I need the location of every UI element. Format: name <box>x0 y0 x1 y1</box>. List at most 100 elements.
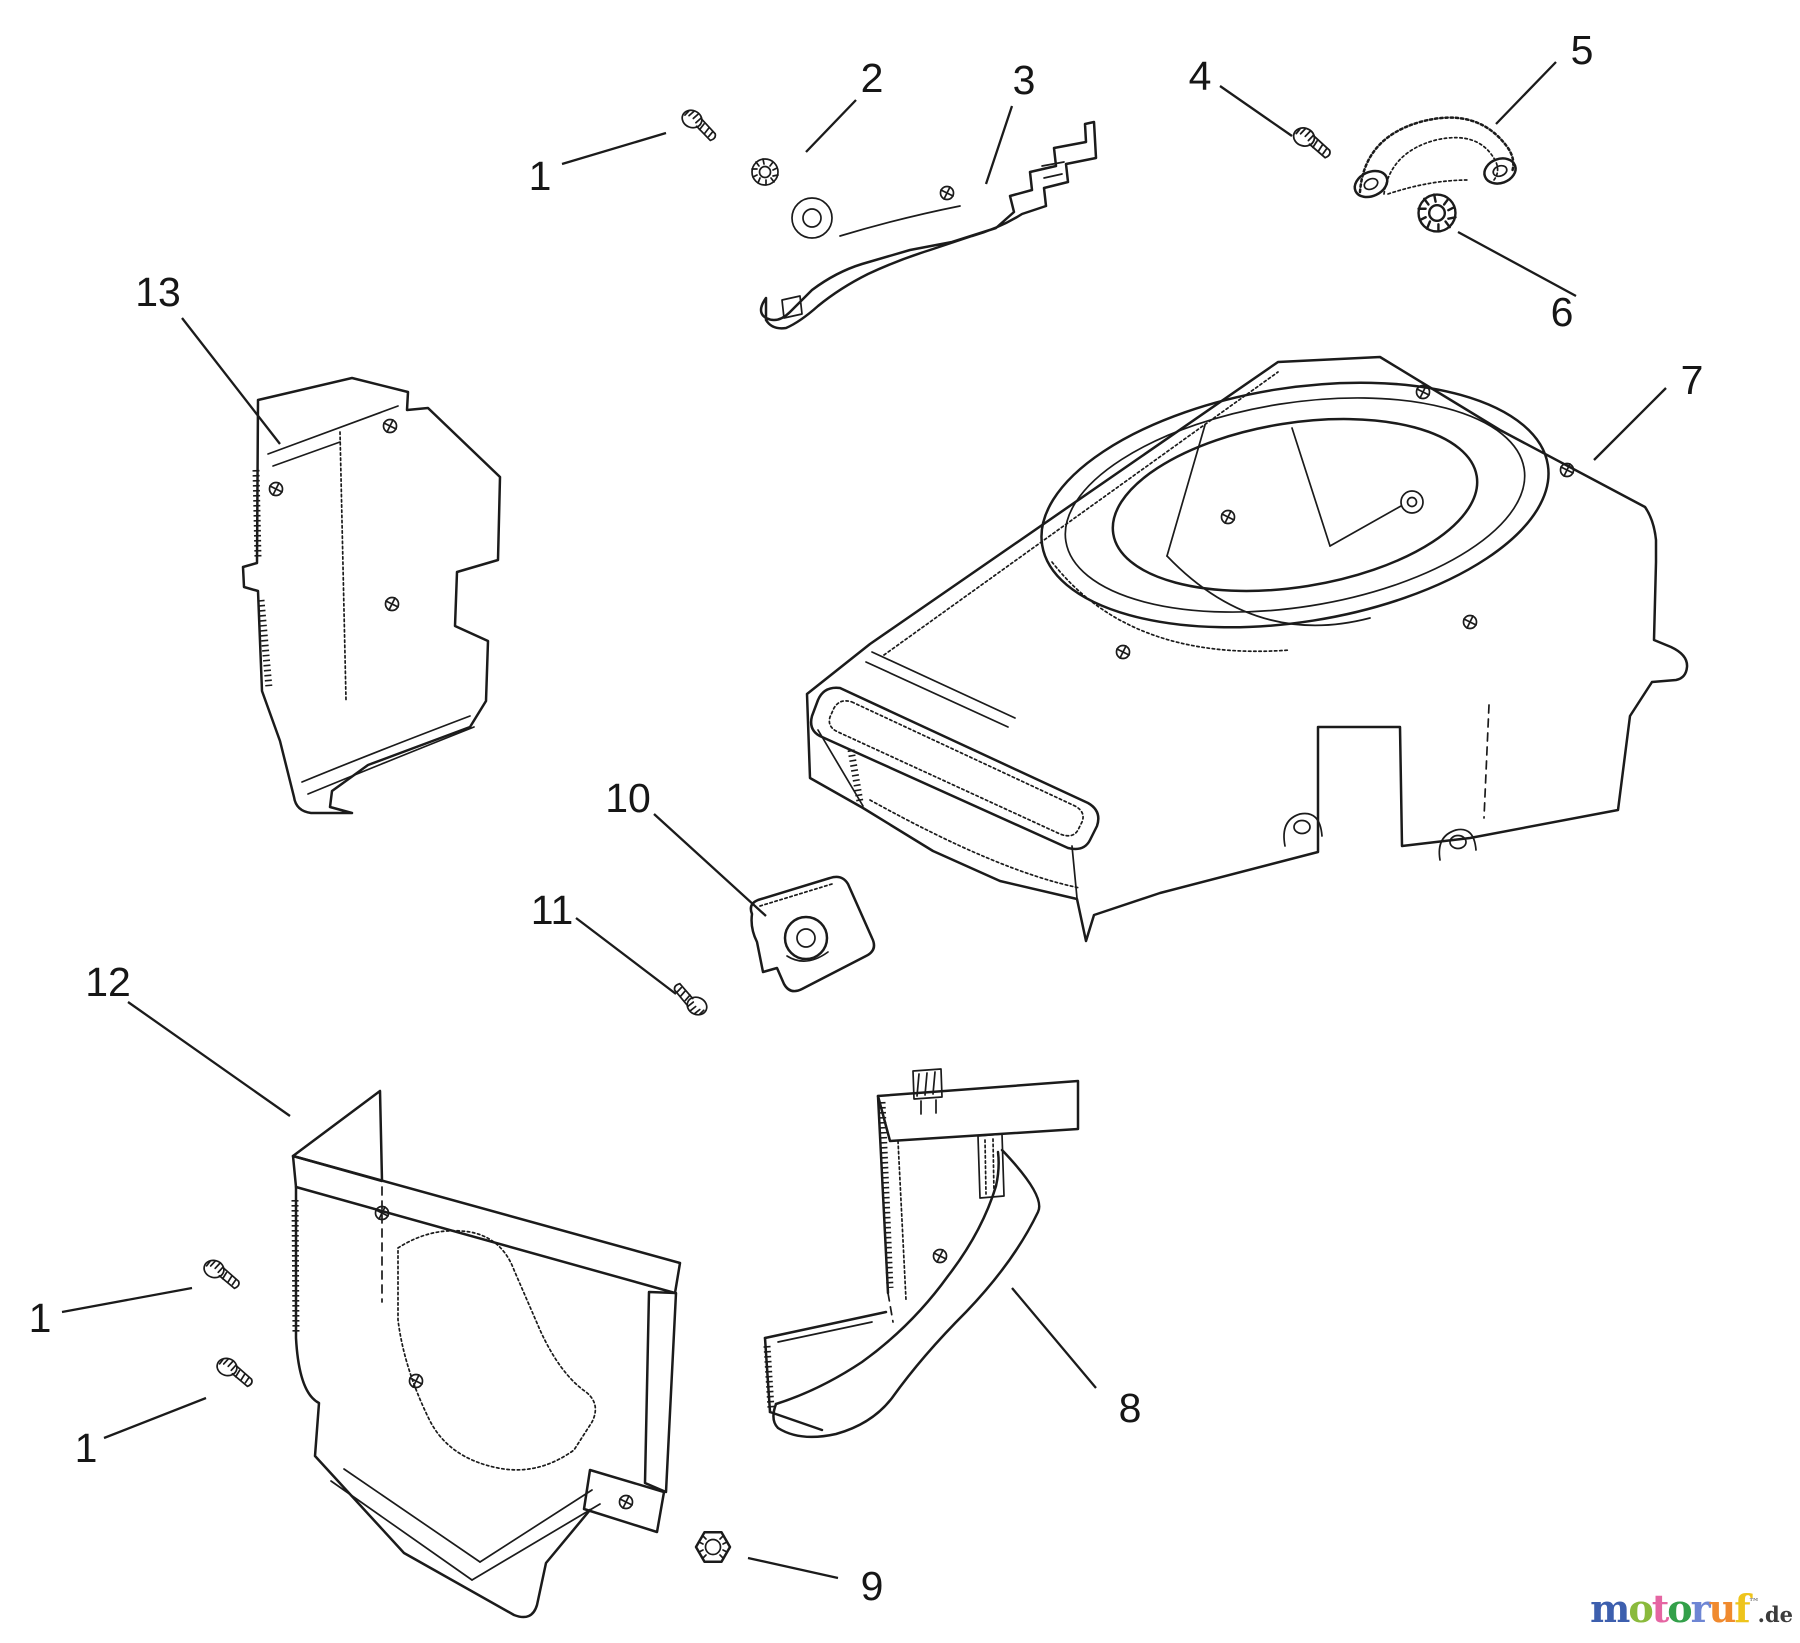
baffle8-foot-bottom <box>768 1410 824 1432</box>
part-nut-6 <box>1417 193 1457 233</box>
callout-2-label: 2 <box>861 55 884 101</box>
hex-nut-knurl <box>698 1535 728 1559</box>
callout-7-leader <box>1593 387 1667 461</box>
part-nut-2 <box>751 158 779 186</box>
foot-tab-left <box>1283 812 1323 847</box>
baffle8-foot-hatch <box>763 1345 775 1409</box>
callout-1-top-label: 1 <box>529 153 552 199</box>
screw-hole-marker <box>408 1373 424 1389</box>
hex-bolt <box>199 1257 245 1291</box>
baffle8-channel-hatch <box>878 1101 894 1289</box>
baffle8-top-bar <box>876 1079 1080 1143</box>
housing-outline <box>805 355 1689 943</box>
callout-10-leader <box>653 813 767 917</box>
foot-hole-left <box>1293 819 1311 835</box>
screw-hole-marker <box>932 1248 948 1264</box>
part-clamp-strap <box>1353 116 1517 199</box>
baffle13-flange-line2 <box>307 726 475 795</box>
baffle8-foot-top <box>763 1310 888 1340</box>
callout-13-label: 13 <box>135 269 181 315</box>
bracket10-outline <box>749 875 876 993</box>
watermark: motoruf™.de <box>1590 1586 1793 1631</box>
screw-hole-marker <box>384 596 400 612</box>
clamp-right-eye-hole <box>1492 164 1508 178</box>
watermark-letter: o <box>1628 1586 1652 1631</box>
baffle12-body <box>294 1185 592 1619</box>
callout-1-mid-leader <box>61 1286 193 1314</box>
callout-7-label: 7 <box>1681 357 1704 403</box>
callout-1-mid-label: 1 <box>29 1295 52 1341</box>
fan-hub-center <box>1406 496 1418 508</box>
callout-1-lower-leader <box>103 1396 207 1440</box>
recess-top-strip-2 <box>865 661 1009 728</box>
callouts: 1 2 3 4 5 6 7 8 9 10 11 12 13 1 1 <box>29 27 1704 1609</box>
baffle13-crease-top2 <box>272 441 341 467</box>
callout-2-leader <box>805 99 857 153</box>
hex-bolt <box>212 1355 258 1389</box>
collar-lip-arc <box>1051 561 1291 653</box>
flange-nut <box>751 158 779 186</box>
baffle8-tab-lines <box>984 1138 995 1195</box>
callout-9-label: 9 <box>861 1563 884 1609</box>
bracket10-boss <box>783 915 829 961</box>
baffle8-top-bolt <box>912 1068 943 1115</box>
callout-4-leader <box>1219 85 1293 137</box>
screw-hole-marker <box>618 1494 634 1510</box>
baffle13-flange-line1 <box>301 715 471 783</box>
callout-5-label: 5 <box>1571 27 1594 73</box>
callout-8-label: 8 <box>1119 1385 1142 1431</box>
baffle8-channel-left <box>876 1094 890 1295</box>
recess-inner <box>828 700 1084 837</box>
fan-blade-line-left <box>1166 424 1206 557</box>
watermark-letter: m <box>1590 1586 1630 1631</box>
watermark-letter: t <box>1652 1586 1670 1631</box>
bolt-head-hatch <box>916 1071 936 1097</box>
baffle8-blade-outer <box>772 1148 1041 1439</box>
callout-8-leader <box>1011 1287 1097 1389</box>
baffle12-right-flange <box>643 1290 678 1494</box>
bracket3-end-detail <box>1041 161 1065 179</box>
baffle12-bottom-band4 <box>471 1503 601 1581</box>
bracket10-boss-hole <box>796 928 816 948</box>
clamp-left-eye <box>1353 169 1389 199</box>
baffle12-opening <box>397 1229 597 1471</box>
callout-3-label: 3 <box>1013 57 1036 103</box>
recess-outer <box>809 686 1100 851</box>
callout-13-leader <box>181 317 281 445</box>
callout-12-label: 12 <box>85 959 131 1005</box>
hex-bolt <box>677 106 723 143</box>
hex-bolt <box>667 981 713 1019</box>
clamp-bottom-edge <box>1387 179 1469 195</box>
baffle12-rail <box>291 1154 682 1295</box>
baffle8-foot-inner <box>777 1321 873 1343</box>
callout-11-label: 11 <box>531 887 574 933</box>
callout-12-leader <box>127 1001 291 1117</box>
callout-3-leader <box>984 105 1014 185</box>
callout-9-leader <box>747 1556 839 1580</box>
clamp-right-eye <box>1483 157 1517 185</box>
hex-nut-hole <box>704 1538 722 1556</box>
bolt-legs <box>920 1099 937 1115</box>
callout-11-leader <box>575 917 677 995</box>
hex-nut-body <box>694 1531 732 1563</box>
watermark-letter: r <box>1691 1586 1712 1631</box>
knurled-nut <box>1417 193 1457 233</box>
part-bolt-1-lower <box>212 1355 258 1389</box>
baffle12-bottom-band2 <box>343 1468 481 1563</box>
baffle13-outline <box>241 376 502 815</box>
callout-5-leader <box>1495 61 1557 125</box>
part-bolt-1-mid <box>199 1257 245 1291</box>
watermark-letter: u <box>1709 1586 1736 1631</box>
part-bolt-11 <box>667 981 713 1019</box>
part-bolt-4 <box>1289 124 1336 160</box>
part-bolt-1-top <box>677 106 723 143</box>
clamp-left-eye-hole <box>1363 177 1379 191</box>
bracket3-foot <box>781 295 803 319</box>
part-small-bracket <box>749 875 876 993</box>
housing-fan-detail <box>1166 424 1424 627</box>
bracket3-outline <box>759 120 1098 330</box>
bracket3-boss <box>791 197 833 239</box>
fan-blade-line-right <box>1291 427 1331 547</box>
callout-1-top-leader <box>561 131 667 166</box>
